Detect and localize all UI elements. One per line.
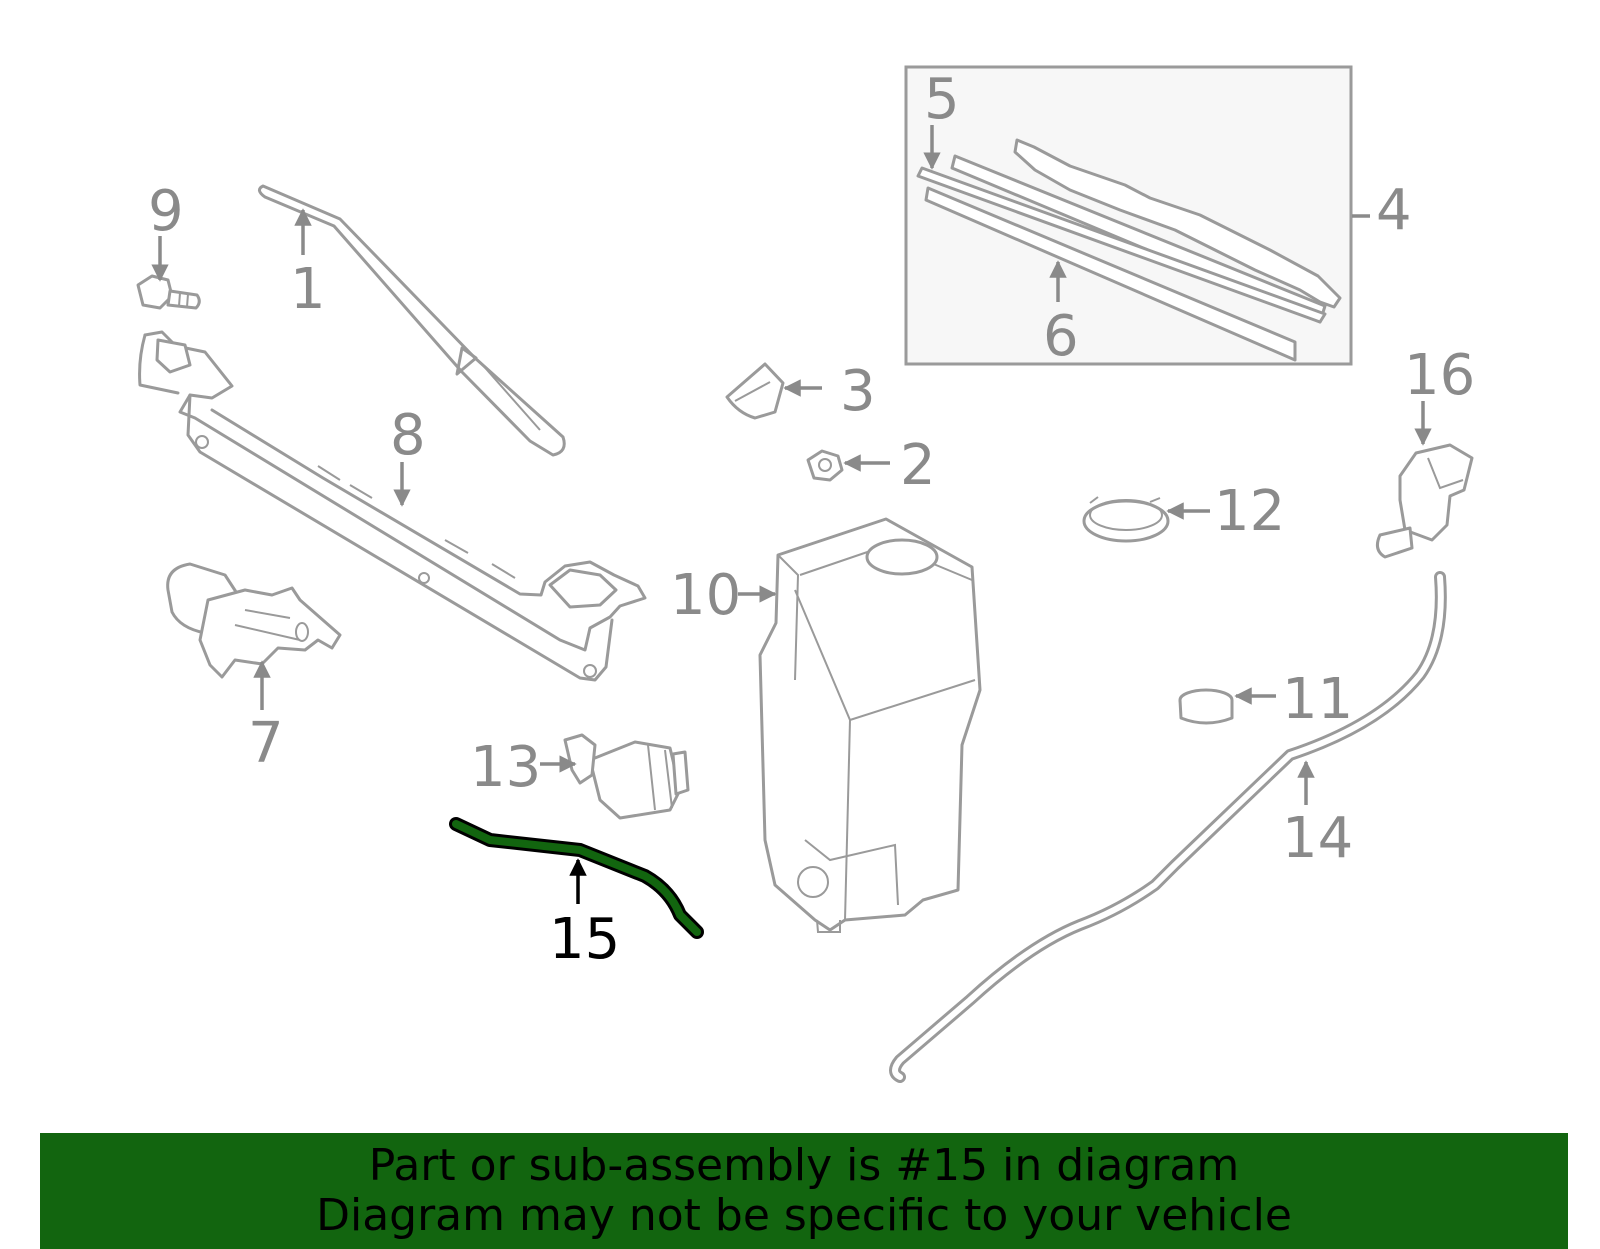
banner-line-2: Diagram may not be specific to your vehi… [316, 1190, 1292, 1241]
callout-2: 2 [900, 433, 936, 498]
callout-15: 15 [549, 907, 620, 972]
cap-part-3 [725, 362, 785, 420]
callout-13: 13 [470, 735, 541, 800]
callout-10: 10 [670, 563, 741, 628]
callout-11: 11 [1282, 667, 1353, 732]
callout-5: 5 [924, 67, 960, 132]
callout-1: 1 [290, 257, 326, 322]
info-banner: Part or sub-assembly is #15 in diagram D… [40, 1133, 1568, 1249]
bolt-part-9 [136, 274, 201, 310]
filler-cap-part-11 [1178, 688, 1234, 725]
wiper-motor-part-7 [166, 562, 342, 679]
washer-pump-part-13 [563, 733, 690, 820]
nozzle-part-16 [1375, 443, 1474, 559]
callout-numbers: 1 2 3 4 5 6 7 8 9 10 11 12 13 14 15 16 [148, 67, 1475, 972]
callout-16: 16 [1404, 343, 1475, 408]
wiper-blade-box-part-4 [904, 65, 1353, 366]
callout-6: 6 [1043, 304, 1079, 369]
callout-3: 3 [840, 359, 876, 424]
seal-part-12 [1082, 496, 1170, 543]
wiper-arm-part-1 [258, 184, 566, 457]
banner-line-1: Part or sub-assembly is #15 in diagram [368, 1140, 1240, 1191]
hose-part-14 [889, 571, 1447, 1083]
callout-leaders [151, 125, 1432, 904]
washer-reservoir-part-10 [758, 517, 982, 933]
hose-part-15-highlighted [449, 817, 704, 939]
callout-4: 4 [1376, 178, 1412, 243]
wiper-linkage-part-8 [138, 330, 647, 682]
callout-14: 14 [1282, 806, 1353, 871]
callout-8: 8 [390, 403, 426, 468]
callout-7: 7 [248, 711, 284, 776]
callout-12: 12 [1214, 479, 1285, 544]
callout-9: 9 [148, 179, 184, 244]
nut-part-2 [806, 449, 844, 482]
